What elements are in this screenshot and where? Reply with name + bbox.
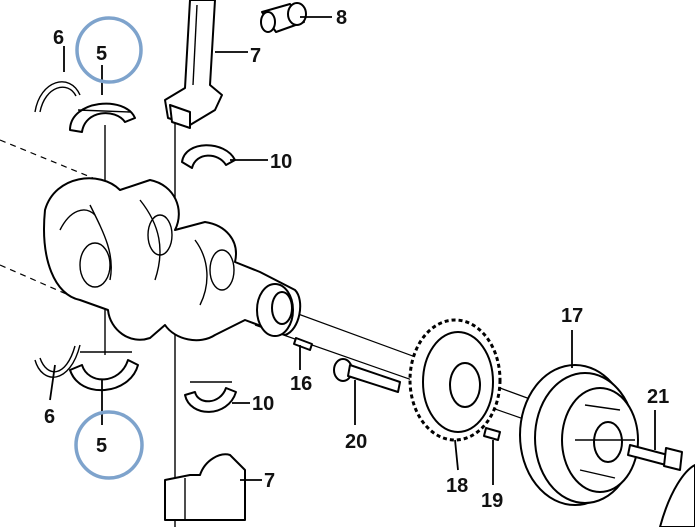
highlight-circles	[74, 16, 144, 480]
timing-sprocket[interactable]	[408, 318, 502, 442]
callout-16: 16	[290, 373, 312, 395]
callout-7-top: 7	[250, 45, 261, 67]
callout-19: 19	[481, 490, 503, 512]
callout-10-bottom: 10	[252, 393, 274, 415]
callout-6-bottom: 6	[44, 406, 55, 428]
crankshaft-pulley[interactable]	[519, 364, 639, 506]
callout-10-top: 10	[270, 151, 292, 173]
callout-20: 20	[345, 431, 367, 453]
callout-5-top: 5	[96, 43, 107, 65]
callout-18: 18	[446, 475, 468, 497]
highlight-circle-bottom	[74, 410, 144, 480]
connecting-rod-cap-bottom[interactable]	[164, 453, 246, 521]
woodruff-key[interactable]	[483, 427, 501, 441]
dowel-pin[interactable]	[293, 337, 313, 351]
callout-6-top: 6	[53, 27, 64, 49]
highlight-circle-top	[75, 16, 143, 84]
callout-5-bottom: 5	[96, 435, 107, 457]
sprocket-bolt[interactable]	[333, 358, 401, 393]
callout-21: 21	[647, 386, 669, 408]
crankshaft[interactable]	[43, 177, 302, 342]
callout-17: 17	[561, 305, 583, 327]
pulley-bolt[interactable]	[627, 444, 683, 471]
main-bearing-shell-bottom[interactable]	[69, 351, 139, 392]
rod-bearing-shell-bottom[interactable]	[184, 381, 237, 413]
piston-pin[interactable]	[260, 2, 307, 33]
callout-8: 8	[336, 7, 347, 29]
rod-bearing-shell-top[interactable]	[181, 144, 236, 169]
thrust-washer-bottom[interactable]	[34, 344, 81, 378]
main-bearing-shell-top[interactable]	[69, 102, 136, 133]
leader-lines	[49, 16, 656, 485]
callout-7-bottom: 7	[264, 470, 275, 492]
flywheel-edge	[659, 464, 695, 527]
callouts: 5 6 7 8 10 16 17 6 5 20 18 19 21 10 7	[44, 7, 669, 512]
thrust-washer-top[interactable]	[34, 81, 81, 113]
connecting-rod-top[interactable]	[164, 0, 223, 129]
